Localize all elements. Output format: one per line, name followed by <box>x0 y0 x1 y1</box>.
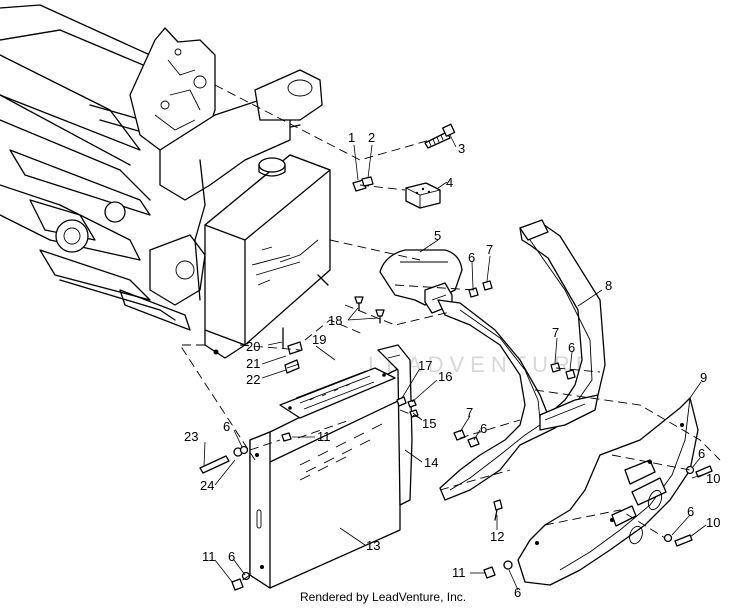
chassis-frame <box>0 4 323 331</box>
bolt-3-icon <box>424 131 451 149</box>
callout-7: 7 <box>466 405 473 420</box>
small-hardware <box>199 280 713 591</box>
callout-18: 18 <box>328 313 342 328</box>
guard-13 <box>249 367 401 589</box>
callout-11: 11 <box>452 565 466 580</box>
callout-6: 6 <box>514 585 521 600</box>
callout-3: 3 <box>458 141 465 156</box>
radiator <box>204 154 331 359</box>
bumper-8 <box>437 219 606 501</box>
callout-16: 16 <box>438 369 452 384</box>
callout-5: 5 <box>434 228 441 243</box>
callout-9: 9 <box>700 370 707 385</box>
block-4-icon <box>405 182 441 209</box>
callout-6: 6 <box>687 504 694 519</box>
callout-23: 23 <box>184 429 198 444</box>
callout-11: 11 <box>202 549 216 564</box>
callout-14: 14 <box>424 455 438 470</box>
callout-7: 7 <box>486 242 493 257</box>
callout-6: 6 <box>480 421 487 436</box>
callout-11: 11 <box>317 429 331 444</box>
assembly-lines <box>179 84 721 583</box>
callout-19: 19 <box>312 332 326 347</box>
callout-6: 6 <box>228 549 235 564</box>
callout-10: 10 <box>706 515 720 530</box>
callout-1: 1 <box>348 130 355 145</box>
callout-15: 15 <box>422 416 436 431</box>
credit-text: Rendered by LeadVenture, Inc. <box>300 590 466 604</box>
callout-6: 6 <box>698 446 705 461</box>
callout-13: 13 <box>366 538 380 553</box>
callout-20: 20 <box>246 339 260 354</box>
callout-6: 6 <box>223 419 230 434</box>
skid-plate-9 <box>517 397 699 586</box>
callout-labels: 1 2 3 4 5 6 7 8 7 6 18 9 20 19 21 22 17 … <box>184 130 720 600</box>
callout-6: 6 <box>568 340 575 355</box>
plate-19 <box>279 367 396 419</box>
callout-22: 22 <box>246 372 260 387</box>
side-panel-14 <box>377 344 413 506</box>
callout-21: 21 <box>246 356 260 371</box>
callout-12: 12 <box>490 529 504 544</box>
callout-4: 4 <box>446 175 453 190</box>
callout-6: 6 <box>468 250 475 265</box>
callout-7: 7 <box>552 325 559 340</box>
callout-8: 8 <box>605 278 612 293</box>
callout-17: 17 <box>418 358 432 373</box>
callout-2: 2 <box>368 130 375 145</box>
callout-10: 10 <box>706 471 720 486</box>
washer-2-icon <box>361 176 374 187</box>
hardware-cluster-top <box>352 123 456 209</box>
callout-24: 24 <box>200 478 214 493</box>
leader-lines <box>203 134 707 591</box>
